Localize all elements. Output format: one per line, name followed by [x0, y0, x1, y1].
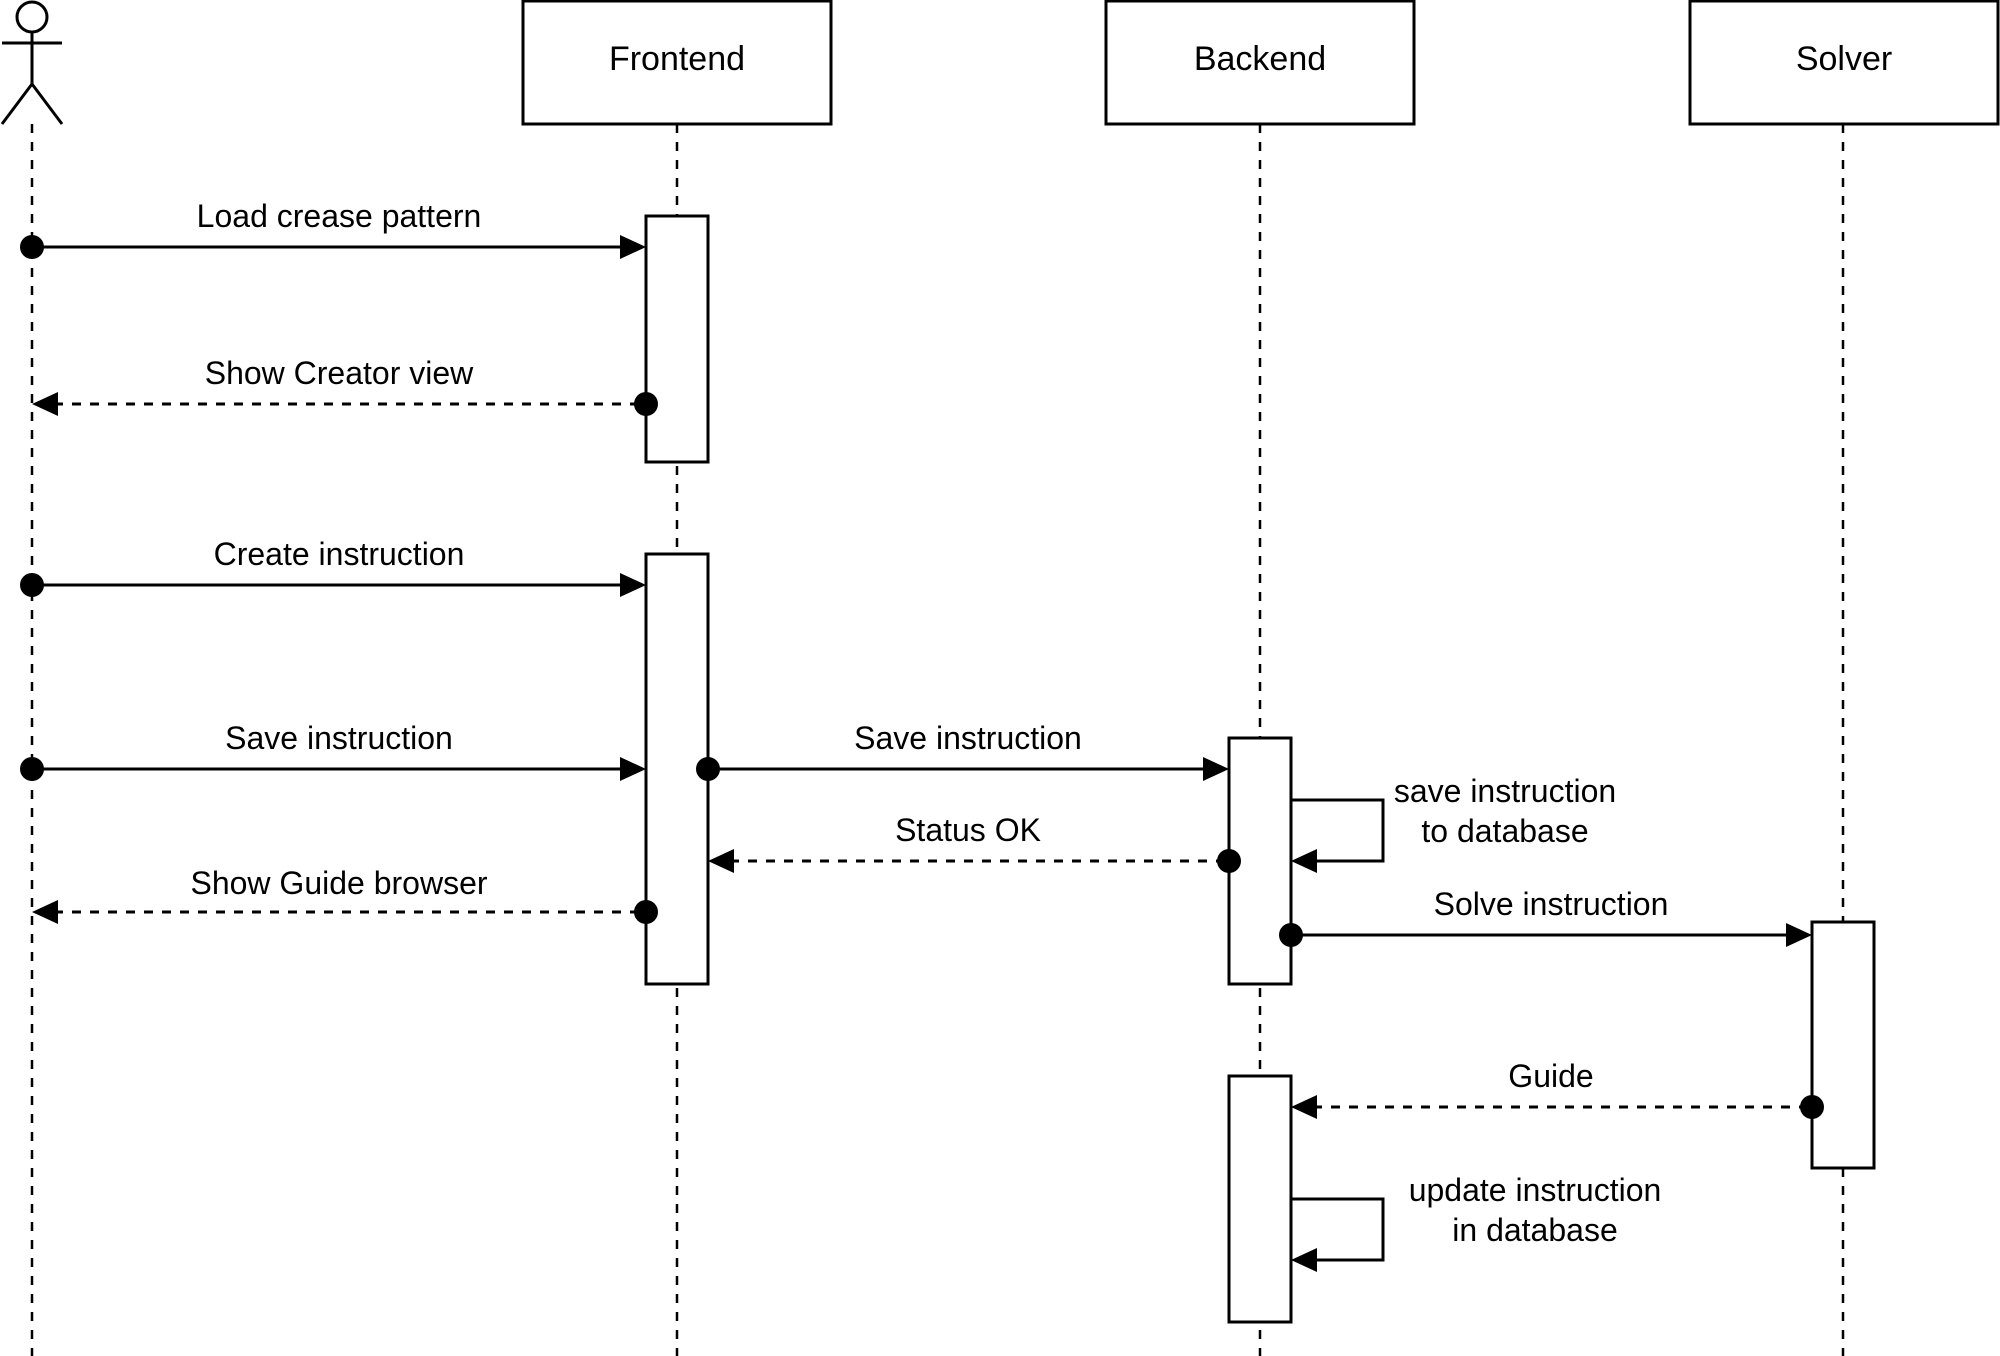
message-label-line-1: save instruction — [1394, 773, 1616, 809]
message-save-instruction-backend: Save instruction — [696, 720, 1229, 781]
message-show-guide-browser: Show Guide browser — [32, 865, 658, 924]
participant-label: Frontend — [609, 40, 745, 78]
participant-box — [1104, 0, 1416, 126]
solver-activation — [1810, 920, 1876, 1170]
arrowhead — [32, 900, 58, 924]
message-start-dot — [20, 235, 44, 259]
arrowhead — [620, 235, 646, 259]
participant-box — [1688, 0, 2000, 126]
message-start-dot — [696, 757, 720, 781]
message-label: Show Creator view — [205, 355, 474, 391]
message-load-crease-pattern: Load crease pattern — [20, 198, 646, 259]
message-label: Save instruction — [854, 720, 1082, 756]
participant-solver: Solver — [1688, 0, 2000, 126]
participant-backend: Backend — [1104, 0, 1416, 126]
participant-label: Backend — [1194, 40, 1326, 78]
arrowhead — [708, 849, 734, 873]
message-start-dot — [634, 900, 658, 924]
frontend-activation-1 — [644, 214, 710, 464]
message-show-creator-view: Show Creator view — [32, 355, 658, 416]
arrowhead — [1203, 757, 1229, 781]
message-start-dot — [1800, 1095, 1824, 1119]
arrowhead — [1291, 1095, 1317, 1119]
actor-head — [15, 0, 49, 34]
message-label: Load crease pattern — [197, 198, 482, 234]
message-start-dot — [1217, 849, 1241, 873]
message-label: Show Guide browser — [190, 865, 487, 901]
message-label: Save instruction — [225, 720, 453, 756]
message-label: Status OK — [895, 812, 1041, 848]
message-start-dot — [1279, 923, 1303, 947]
message-label: Guide — [1508, 1058, 1593, 1094]
message-status-ok: Status OK — [708, 812, 1241, 873]
message-save-to-database: save instruction to database — [1291, 773, 1616, 873]
message-label-line-2: to database — [1421, 813, 1588, 849]
participant-label: Solver — [1796, 40, 1892, 78]
arrowhead — [1291, 849, 1317, 873]
message-label-line-1: update instruction — [1409, 1172, 1662, 1208]
message-create-instruction: Create instruction — [20, 536, 646, 597]
message-start-dot — [634, 392, 658, 416]
arrowhead — [620, 573, 646, 597]
message-update-in-database: update instruction in database — [1291, 1172, 1661, 1272]
participant-frontend: Frontend — [521, 0, 833, 126]
message-start-dot — [20, 573, 44, 597]
backend-activation-2 — [1227, 1074, 1293, 1324]
message-start-dot — [20, 757, 44, 781]
self-loop-line — [1291, 1197, 1385, 1262]
self-loop-line — [1291, 798, 1385, 863]
arrowhead — [620, 757, 646, 781]
arrowhead — [1291, 1248, 1317, 1272]
actor-left-leg — [0, 83, 34, 125]
participant-box — [521, 0, 833, 126]
message-solve-instruction: Solve instruction — [1279, 886, 1812, 947]
actor-stick-figure — [0, 0, 64, 125]
arrowhead — [32, 392, 58, 416]
message-label: Solve instruction — [1434, 886, 1669, 922]
arrowhead — [1786, 923, 1812, 947]
actor-right-leg — [30, 83, 64, 125]
message-label: Create instruction — [214, 536, 465, 572]
message-guide: Guide — [1291, 1058, 1824, 1119]
message-save-instruction-user: Save instruction — [20, 720, 646, 781]
message-label-line-2: in database — [1452, 1212, 1617, 1248]
